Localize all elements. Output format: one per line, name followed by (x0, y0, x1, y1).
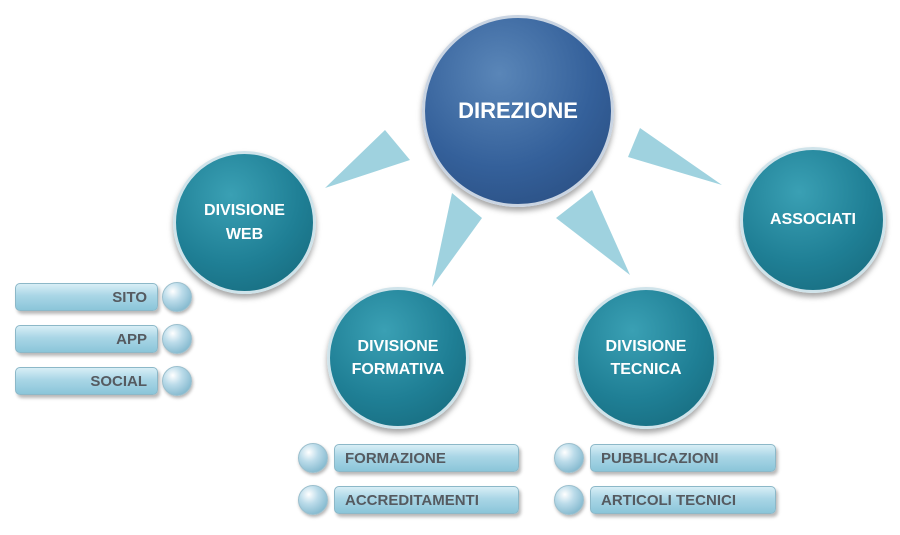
globe-orb-icon (298, 485, 328, 515)
list-item-formativa: FORMAZIONE (334, 444, 519, 472)
node-divisione-web-label: DIVISIONE WEB (204, 202, 285, 243)
list-item-web: APP (15, 325, 158, 353)
arrow-formativa-to-direzione (432, 193, 482, 287)
list-item-tecnica: ARTICOLI TECNICI (590, 486, 776, 514)
arrow-associati-to-direzione (628, 128, 722, 185)
globe-orb-icon (554, 443, 584, 473)
node-direzione: DIREZIONE (422, 15, 614, 207)
node-divisione-tecnica: DIVISIONE TECNICA (575, 287, 717, 429)
list-item-web: SITO (15, 283, 158, 311)
node-associati: ASSOCIATI (740, 147, 886, 293)
globe-orb-icon (554, 485, 584, 515)
node-divisione-formativa-label: DIVISIONE FORMATIVA (351, 337, 445, 378)
arrow-web-to-direzione (325, 130, 410, 188)
node-direzione-label: DIREZIONE (458, 98, 578, 124)
globe-orb-icon (162, 282, 192, 312)
arrow-tecnica-to-direzione (556, 190, 630, 275)
node-divisione-web: DIVISIONE WEB (173, 151, 316, 294)
list-item-web: SOCIAL (15, 367, 158, 395)
globe-orb-icon (298, 443, 328, 473)
list-item-tecnica: PUBBLICAZIONI (590, 444, 776, 472)
node-divisione-formativa: DIVISIONE FORMATIVA (327, 287, 469, 429)
globe-orb-icon (162, 366, 192, 396)
node-associati-label: ASSOCIATI (770, 211, 856, 229)
node-divisione-tecnica-label: DIVISIONE TECNICA (605, 337, 687, 378)
list-item-formativa: ACCREDITAMENTI (334, 486, 519, 514)
globe-orb-icon (162, 324, 192, 354)
